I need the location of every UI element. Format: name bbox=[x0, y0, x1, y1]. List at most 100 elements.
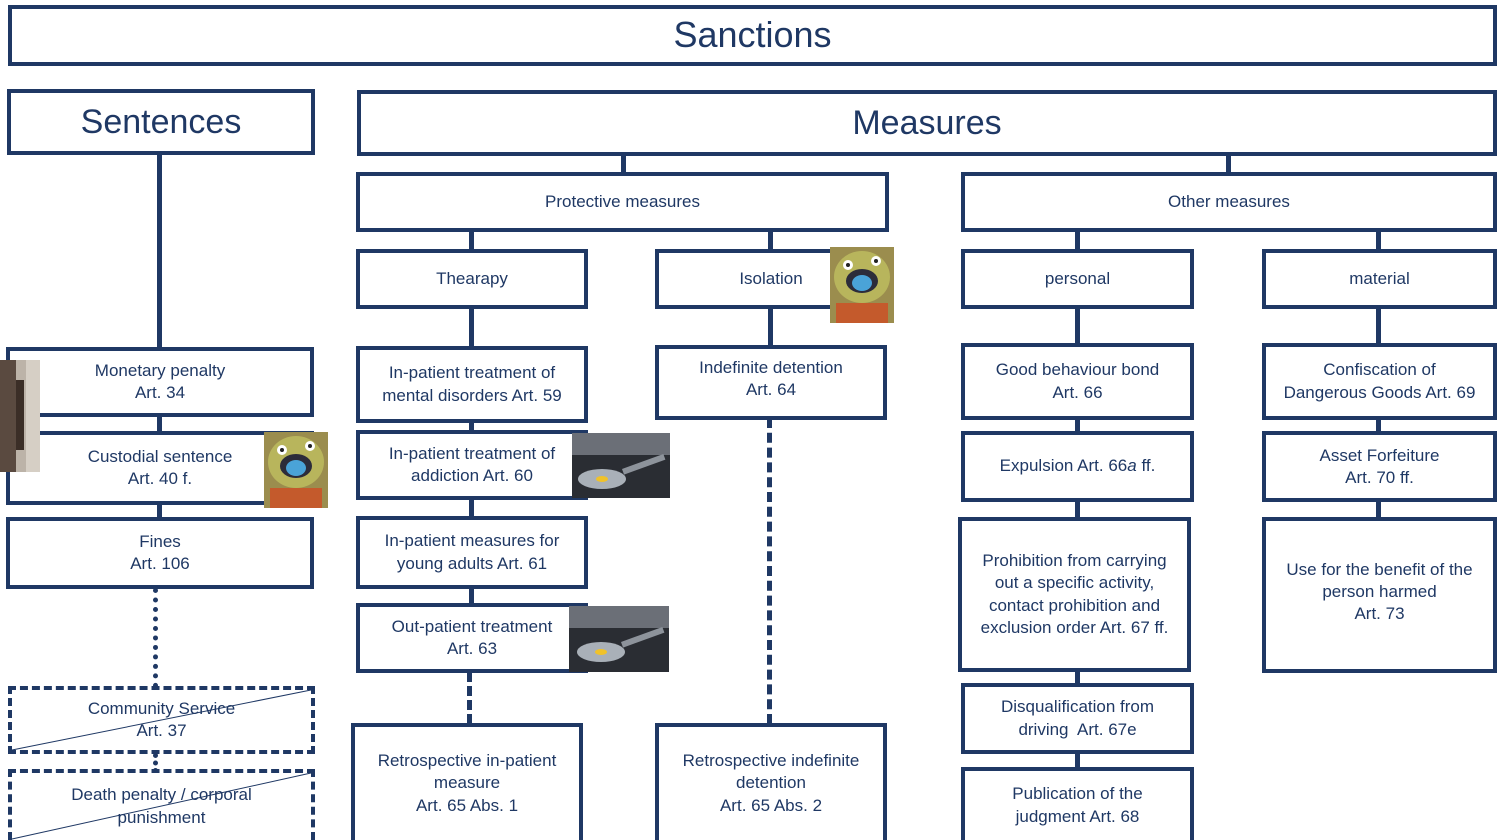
expulsion-suffix: a bbox=[1127, 456, 1137, 476]
item-line: Art. 63 bbox=[446, 639, 498, 658]
item-line: Retrospective indefinite bbox=[682, 751, 860, 771]
item-line: Use for the benefit of the bbox=[1286, 560, 1473, 579]
connector bbox=[1376, 306, 1381, 346]
personal-box: personal bbox=[961, 249, 1194, 309]
dashed-connector bbox=[467, 672, 472, 724]
good-behaviour-box: Good behaviour bond Art. 66 bbox=[961, 343, 1194, 420]
item-line: exclusion order Art. 67 ff. bbox=[980, 617, 1169, 637]
item-line: judgment Art. 68 bbox=[1015, 806, 1140, 826]
outpatient-box: Out-patient treatment Art. 63 bbox=[356, 603, 588, 673]
therapy-box: Thearapy bbox=[356, 249, 588, 309]
monetary-penalty-box: Monetary penalty Art. 34 bbox=[6, 347, 314, 417]
connector bbox=[1376, 500, 1381, 520]
item-line: Prohibition from carrying bbox=[982, 551, 1167, 571]
connector bbox=[469, 306, 474, 348]
item-line: addiction Art. 60 bbox=[411, 466, 533, 485]
isolation-label: Isolation bbox=[739, 268, 803, 288]
fines-box: Fines Art. 106 bbox=[6, 517, 314, 589]
connector bbox=[469, 587, 474, 607]
item-name: Custodial sentence bbox=[87, 446, 233, 466]
item-article: Art. 106 bbox=[130, 554, 190, 573]
measures-label: Measures bbox=[852, 103, 1002, 142]
connector bbox=[1376, 418, 1381, 434]
monster-sticker-image bbox=[830, 247, 894, 323]
connector bbox=[1075, 752, 1080, 770]
item-line: contact prohibition and bbox=[988, 595, 1161, 615]
item-line: mental disorders Art. 59 bbox=[382, 385, 562, 405]
connector bbox=[621, 152, 626, 174]
connector bbox=[1376, 229, 1381, 251]
connector bbox=[768, 229, 773, 251]
wall-photo-image bbox=[0, 360, 40, 472]
item-line: Disqualification from bbox=[1000, 697, 1155, 717]
personal-label: personal bbox=[1044, 268, 1111, 288]
community-service-box: Community Service Art. 37 bbox=[8, 686, 315, 754]
publication-box: Publication of the judgment Art. 68 bbox=[961, 767, 1194, 840]
item-article: Art. 34 bbox=[134, 383, 186, 402]
therapy-label: Thearapy bbox=[436, 268, 508, 288]
item-name: Fines bbox=[139, 531, 181, 551]
dotted-connector bbox=[153, 588, 158, 688]
dashed-connector bbox=[767, 418, 772, 724]
item-line: Confiscation of bbox=[1323, 360, 1436, 380]
connector bbox=[469, 497, 474, 519]
connector bbox=[157, 152, 162, 350]
item-line: In-patient measures for bbox=[384, 531, 560, 551]
retro-inpatient-box: Retrospective in-patient measure Art. 65… bbox=[351, 723, 583, 840]
measures-box: Measures bbox=[357, 90, 1497, 156]
spoon-photo-image bbox=[572, 433, 670, 498]
confiscation-box: Confiscation of Dangerous Goods Art. 69 bbox=[1262, 343, 1497, 420]
item-name: Monetary penalty bbox=[94, 360, 226, 380]
monster-sticker-image bbox=[264, 432, 328, 508]
item-line: detention bbox=[736, 773, 806, 793]
item-name: Community Service bbox=[87, 698, 236, 718]
item-line: Art. 65 Abs. 2 bbox=[719, 795, 823, 815]
item-line: Good behaviour bond bbox=[995, 360, 1160, 380]
dotted-connector bbox=[153, 753, 158, 773]
expulsion-box: Expulsion Art. 66a ff. bbox=[961, 431, 1194, 502]
connector bbox=[1075, 500, 1080, 520]
item-line: driving Art. 67e bbox=[1018, 719, 1137, 739]
connector bbox=[1075, 306, 1080, 346]
item-line: In-patient treatment of bbox=[388, 363, 556, 383]
item-article: Art. 40 f. bbox=[127, 469, 193, 488]
item-line: Asset Forfeiture bbox=[1319, 446, 1440, 465]
expulsion-ff: ff. bbox=[1136, 456, 1156, 476]
item-line: Art. 65 Abs. 1 bbox=[415, 795, 519, 815]
expulsion-text: Expulsion Art. 66 bbox=[999, 456, 1128, 476]
other-measures-label: Other measures bbox=[1168, 191, 1290, 211]
connector bbox=[157, 415, 162, 435]
connector bbox=[469, 421, 474, 433]
connector bbox=[768, 306, 773, 348]
sanctions-title-box: Sanctions bbox=[8, 5, 1497, 66]
connector bbox=[157, 503, 162, 520]
item-line: Art. 64 bbox=[745, 380, 797, 400]
sanctions-title: Sanctions bbox=[673, 14, 832, 56]
connector bbox=[1075, 229, 1080, 251]
death-penalty-box: Death penalty / corporal punishment bbox=[8, 769, 315, 840]
connector bbox=[469, 229, 474, 251]
item-line: Indefinite detention bbox=[699, 358, 843, 377]
item-line: person harmed bbox=[1322, 582, 1437, 602]
indefinite-detention-box: Indefinite detention Art. 64 bbox=[655, 345, 887, 420]
other-measures-box: Other measures bbox=[961, 172, 1497, 232]
item-name: Death penalty / corporal bbox=[71, 785, 252, 805]
item-line: Art. 66 bbox=[1052, 382, 1103, 402]
item-line: Art. 70 ff. bbox=[1345, 468, 1414, 488]
sentences-label: Sentences bbox=[80, 102, 242, 141]
custodial-sentence-box: Custodial sentence Art. 40 f. bbox=[6, 431, 314, 505]
item-line: Retrospective in-patient bbox=[377, 751, 557, 771]
disqualification-box: Disqualification from driving Art. 67e bbox=[961, 683, 1194, 754]
item-line: Publication of the bbox=[1012, 784, 1143, 804]
young-adults-box: In-patient measures for young adults Art… bbox=[356, 516, 588, 589]
protective-measures-box: Protective measures bbox=[356, 172, 889, 232]
asset-forfeiture-box: Asset Forfeiture Art. 70 ff. bbox=[1262, 431, 1497, 502]
material-label: material bbox=[1349, 268, 1410, 288]
connector bbox=[1075, 418, 1080, 434]
connector bbox=[1075, 670, 1080, 686]
inpatient-addiction-box: In-patient treatment of addiction Art. 6… bbox=[356, 430, 588, 500]
benefit-of-harmed-box: Use for the benefit of the person harmed… bbox=[1262, 517, 1497, 673]
item-line: Expulsion Art. 66a ff. bbox=[1000, 455, 1156, 477]
item-article: Art. 37 bbox=[136, 721, 187, 740]
item-line: In-patient treatment of bbox=[388, 443, 556, 463]
